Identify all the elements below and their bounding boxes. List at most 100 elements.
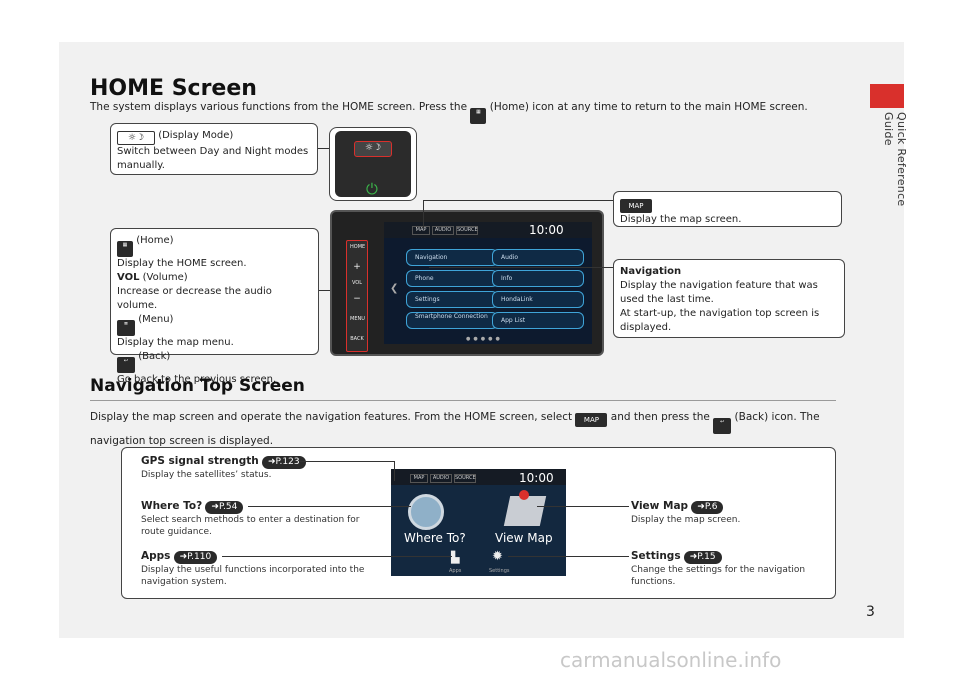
nav-tab-audio: AUDIO xyxy=(430,474,452,483)
gps-leader-v xyxy=(394,461,395,481)
device-vol-label: VOL xyxy=(351,280,363,286)
where-to-desc-1: Select search methods to enter a destina… xyxy=(141,515,360,525)
nav-top-screen-topbar xyxy=(391,469,566,485)
device-side-buttons xyxy=(346,240,368,352)
navigation-callout-leader xyxy=(429,267,613,268)
nav-screen-apps: Apps xyxy=(449,568,462,574)
nav-top-intro-a: Display the map screen and operate the n… xyxy=(90,411,573,423)
view-map-page-ref[interactable]: ➜P.6 xyxy=(691,501,724,514)
nav-top-intro-c: (Back) icon. The xyxy=(734,411,820,423)
apps-label: Apps ➜P.110 Display the useful functions… xyxy=(141,550,364,588)
device-back-button: BACK xyxy=(350,336,364,342)
gps-ref-text: P.123 xyxy=(275,457,300,467)
navigation-callout: Navigation Display the navigation featur… xyxy=(613,259,845,338)
gps-leader xyxy=(300,461,394,462)
device-tab-source: SOURCE xyxy=(456,226,478,235)
back-label: (Back) xyxy=(138,351,171,362)
section-tab-marker xyxy=(870,84,904,108)
settings-desc-2: functions. xyxy=(631,577,676,587)
map-callout: MAP Display the map screen. xyxy=(613,191,842,227)
where-to-ref-text: P.54 xyxy=(218,502,238,512)
tile-phone: Phone xyxy=(406,270,498,287)
where-to-desc-2: route guidance. xyxy=(141,527,212,537)
tile-smartphone-connection: Smartphone Connection xyxy=(406,312,498,329)
where-to-page-ref[interactable]: ➜P.54 xyxy=(205,501,244,514)
map-icon: MAP xyxy=(575,413,608,427)
back-icon: ↩ xyxy=(117,357,135,373)
settings-desc-1: Change the settings for the navigation xyxy=(631,565,806,575)
apps-leader xyxy=(222,556,452,557)
settings-page-ref[interactable]: ➜P.15 xyxy=(683,551,722,564)
settings-gear-icon: ✹ xyxy=(492,549,503,564)
device-clock: 10:00 xyxy=(529,223,564,237)
back-icon: ↩ xyxy=(713,418,732,434)
home-desc: Display the HOME screen. xyxy=(117,258,247,269)
vol-desc: Increase or decrease the audio volume. xyxy=(117,286,272,311)
map-view-icon xyxy=(503,496,547,526)
tile-app-list: App List xyxy=(492,312,584,329)
section-rule xyxy=(90,400,836,401)
display-mode-desc-2: manually. xyxy=(117,160,165,171)
magnifier-icon xyxy=(408,494,444,530)
watermark: carmanualsonline.info xyxy=(560,648,782,672)
where-to-leader xyxy=(248,506,411,507)
apps-page-ref[interactable]: ➜P.110 xyxy=(173,551,218,564)
nav-top-intro-d: navigation top screen is displayed. xyxy=(90,435,274,447)
home-intro-text-b: (Home) icon at any time to return to the… xyxy=(489,101,808,113)
device-vol-down: − xyxy=(353,294,361,304)
view-map-title: View Map xyxy=(631,500,689,512)
display-mode-desc-1: Switch between Day and Night modes xyxy=(117,146,309,157)
apps-icon: ▙ xyxy=(451,551,460,564)
map-callout-leader-v xyxy=(423,200,424,228)
device-left-arrow: ❮ xyxy=(390,283,399,294)
settings-leader xyxy=(508,556,629,557)
map-callout-leader xyxy=(423,200,613,201)
view-map-desc: Display the map screen. xyxy=(631,515,741,525)
nav-screen-clock: 10:00 xyxy=(519,471,554,485)
navigation-callout-line-2: used the last time. xyxy=(620,294,714,305)
power-icon: ⏻ xyxy=(366,180,378,198)
nav-top-intro-b: and then press the xyxy=(610,411,710,423)
apps-ref-text: P.110 xyxy=(187,552,212,562)
navigation-callout-line-4: displayed. xyxy=(620,322,672,333)
tile-navigation: Navigation xyxy=(406,249,498,266)
home-controls-callout: ▦ (Home) Display the HOME screen. VOL (V… xyxy=(110,228,319,385)
home-screen-title: HOME Screen xyxy=(90,76,257,101)
nav-screen-view-map: View Map xyxy=(495,531,553,545)
nav-tab-source: SOURCE xyxy=(454,474,476,483)
back-desc: Go back to the previous screen. xyxy=(117,374,277,385)
view-map-ref-text: P.6 xyxy=(704,502,718,512)
home-icon: ▦ xyxy=(470,108,487,124)
device-home-button: HOME xyxy=(350,244,366,250)
home-label: (Home) xyxy=(136,235,174,246)
where-to-title: Where To? xyxy=(141,500,203,512)
apps-desc-1: Display the useful functions incorporate… xyxy=(141,565,365,575)
display-mode-label: (Display Mode) xyxy=(158,130,234,141)
display-mode-button: ☼☽ xyxy=(354,141,392,157)
view-map-leader xyxy=(537,506,629,507)
settings-label: Settings ➜P.15 Change the settings for t… xyxy=(631,550,805,588)
gps-title: GPS signal strength xyxy=(141,455,259,467)
vol-key: VOL xyxy=(117,272,140,283)
view-map-label: View Map ➜P.6 Display the map screen. xyxy=(631,500,740,526)
gps-desc: Display the satellites’ status. xyxy=(141,470,272,480)
display-mode-callout: ☼☽ (Display Mode) Switch between Day and… xyxy=(110,123,318,175)
map-callout-desc: Display the map screen. xyxy=(620,214,742,225)
vol-label: (Volume) xyxy=(142,272,188,283)
sidebar-label: Quick Reference Guide xyxy=(882,112,908,207)
settings-ref-text: P.15 xyxy=(697,552,716,562)
apps-title: Apps xyxy=(141,550,171,562)
tile-info: Info xyxy=(492,270,584,287)
device-tab-map: MAP xyxy=(412,226,430,235)
device-menu-button: MENU xyxy=(350,316,365,322)
nav-screen-where-to: Where To? xyxy=(404,531,466,545)
display-mode-icon: ☼☽ xyxy=(117,131,155,145)
tile-hondalink: HondaLink xyxy=(492,291,584,308)
gps-page-ref[interactable]: ➜P.123 xyxy=(261,456,306,469)
menu-icon: ≣ xyxy=(117,320,135,336)
nav-top-intro: Display the map screen and operate the n… xyxy=(90,410,840,449)
page-number: 3 xyxy=(866,604,875,620)
nav-top-title: Navigation Top Screen xyxy=(90,376,305,396)
gps-label: GPS signal strength ➜P.123 Display the s… xyxy=(141,455,306,481)
tile-audio: Audio xyxy=(492,249,584,266)
